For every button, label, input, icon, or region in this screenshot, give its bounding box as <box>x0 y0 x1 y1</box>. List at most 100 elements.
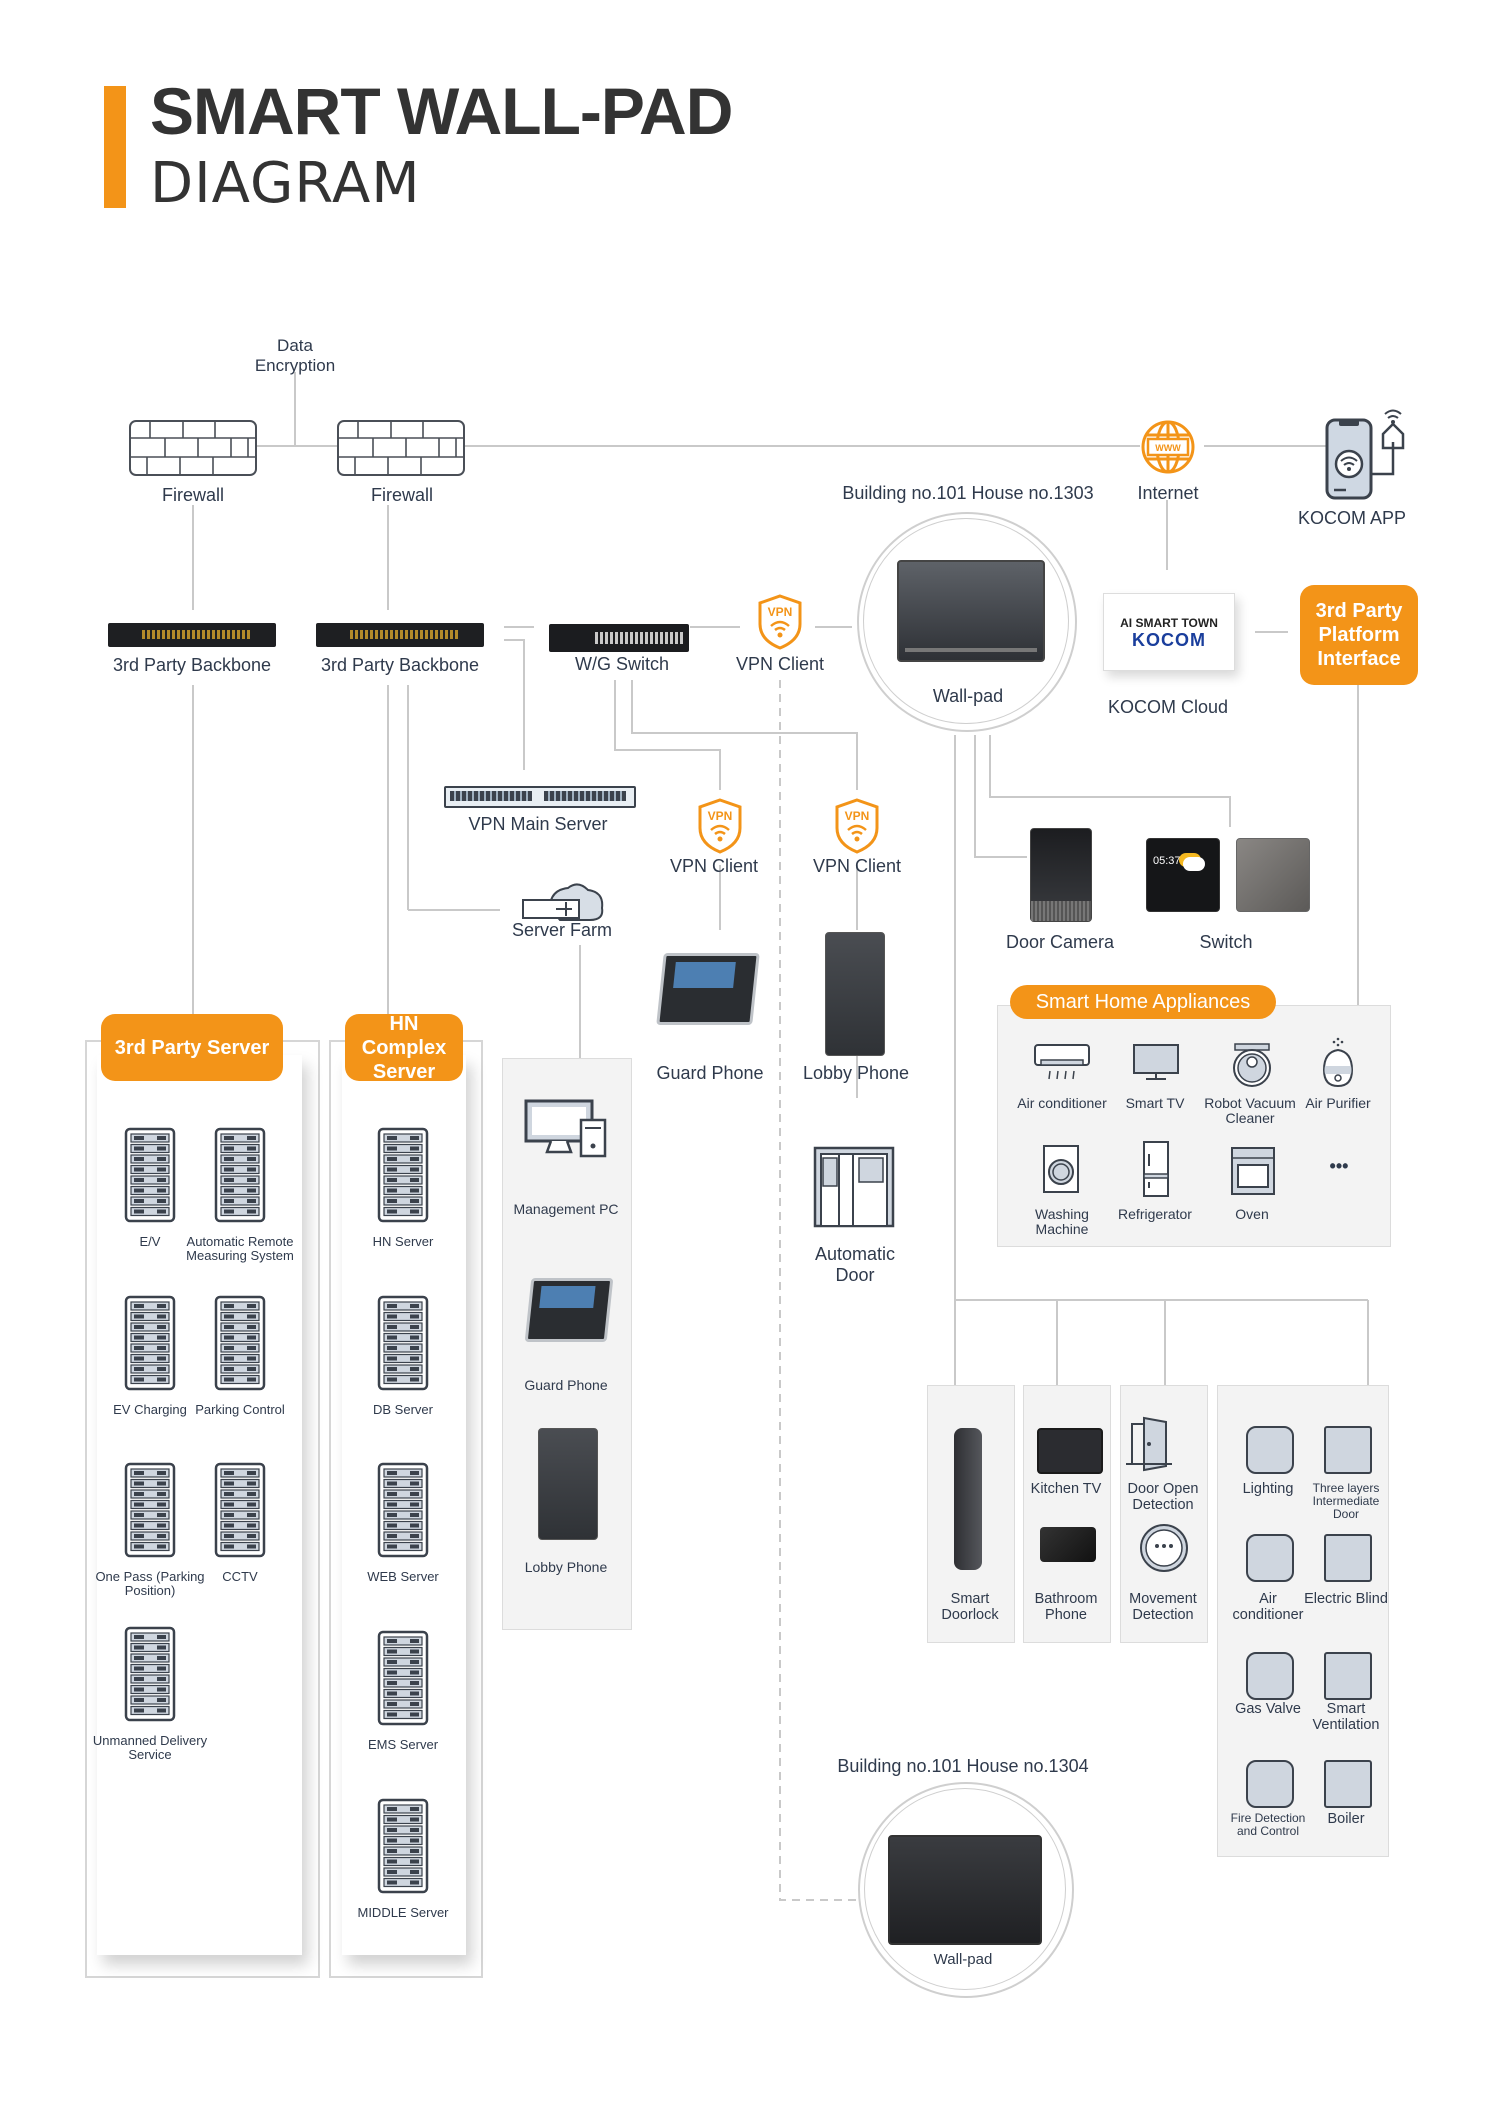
server-rack-icon[interactable] <box>377 1798 429 1899</box>
refrigerator-icon[interactable] <box>1142 1140 1170 1198</box>
server-rack-icon[interactable] <box>124 1626 176 1727</box>
server-rack-icon[interactable] <box>214 1295 266 1396</box>
boiler-icon[interactable] <box>1324 1760 1372 1808</box>
hn-complex-server-title: HN Complex Server <box>345 1013 463 1083</box>
kocom-logo: KOCOM <box>1132 630 1206 650</box>
vpn-main-server-icon[interactable] <box>444 786 636 808</box>
server-rack-icon[interactable] <box>377 1462 429 1563</box>
smart-ventilation-icon[interactable] <box>1324 1652 1372 1700</box>
server-rack-icon[interactable] <box>124 1295 176 1396</box>
vpn-shield-icon[interactable]: VPN <box>834 798 880 854</box>
management-guard-phone-device[interactable] <box>524 1278 614 1342</box>
server-rack-icon[interactable] <box>377 1630 429 1731</box>
switch-clock: 05:37 <box>1153 855 1181 867</box>
gas-valve-icon[interactable] <box>1246 1652 1294 1700</box>
server-farm-cloud-icon[interactable] <box>520 880 606 924</box>
third-party-server-label: Unmanned Delivery Service <box>92 1733 208 1763</box>
wallpad-1304-label: Wall-pad <box>933 1951 993 1968</box>
third-party-server-label: CCTV <box>222 1569 258 1584</box>
internet-label: Internet <box>1137 483 1199 503</box>
management-lobby-phone-label: Lobby Phone <box>524 1559 608 1575</box>
kocom-app-label: KOCOM APP <box>1297 508 1407 528</box>
wallpad-1304-device[interactable] <box>888 1835 1042 1945</box>
server-rack-icon[interactable] <box>377 1127 429 1228</box>
fire-detection-icon[interactable] <box>1246 1760 1294 1808</box>
page-title: SMART WALL-PAD <box>150 74 733 148</box>
guard-phone-device[interactable] <box>656 953 760 1025</box>
smart-doorlock-device[interactable] <box>954 1428 982 1570</box>
kitchen-tv-device[interactable] <box>1037 1428 1103 1474</box>
third-party-platform-interface-badge[interactable]: 3rd Party Platform Interface <box>1300 585 1418 685</box>
wg-switch-icon[interactable] <box>549 624 689 652</box>
backbone-1-switch-icon[interactable] <box>108 623 276 647</box>
hn-server-label: MIDDLE Server <box>357 1905 449 1920</box>
in-home-label: Kitchen TV <box>1030 1481 1102 1497</box>
in-home-label: Fire Detection and Control <box>1230 1811 1306 1839</box>
server-rack-icon[interactable] <box>214 1462 266 1563</box>
wallpad-1303-circle[interactable] <box>857 512 1077 732</box>
wallpad-1304-circle[interactable] <box>858 1782 1074 1998</box>
firewall-icon[interactable] <box>129 420 257 476</box>
air-purifier-icon[interactable] <box>1320 1036 1356 1090</box>
management-pc-icon[interactable] <box>523 1098 609 1158</box>
guard-phone-screen <box>673 962 736 988</box>
washing-machine-icon[interactable] <box>1042 1144 1080 1194</box>
appliance-label: Smart TV <box>1125 1095 1185 1111</box>
smart-tv-icon[interactable] <box>1132 1043 1180 1081</box>
hn-server-label: EMS Server <box>367 1737 439 1752</box>
management-guard-phone-label: Guard Phone <box>524 1377 608 1393</box>
ports <box>544 791 626 801</box>
ports <box>450 791 532 801</box>
in-home-label: Three layers Intermediate Door <box>1312 1481 1380 1522</box>
guard-phone-screen <box>539 1286 596 1308</box>
wallpad-1303-device[interactable] <box>897 560 1045 662</box>
door-open-detection-icon[interactable] <box>1124 1416 1174 1472</box>
bathroom-phone-device[interactable] <box>1040 1527 1096 1562</box>
three-layer-door-icon[interactable] <box>1324 1426 1372 1474</box>
vpn-shield-icon[interactable]: VPN <box>697 798 743 854</box>
switch-touch-panel[interactable]: 05:37 <box>1146 838 1220 912</box>
in-home-label: Smart Ventilation <box>1312 1701 1380 1733</box>
lobby-phone-device[interactable] <box>825 932 885 1056</box>
switch-button-panel[interactable] <box>1236 838 1310 912</box>
in-home-label: Bathroom Phone <box>1034 1591 1098 1623</box>
svg-text:VPN: VPN <box>708 809 733 823</box>
in-home-label: Gas Valve <box>1235 1701 1301 1717</box>
building-1303-label: Building no.101 House no.1303 <box>842 483 1094 503</box>
third-party-server-label: EV Charging <box>113 1402 187 1417</box>
backbone-2-switch-icon[interactable] <box>316 623 484 647</box>
server-rack-icon[interactable] <box>124 1127 176 1228</box>
lighting-icon[interactable] <box>1246 1426 1294 1474</box>
svg-text:VPN: VPN <box>845 809 870 823</box>
air-conditioner-icon[interactable] <box>1033 1043 1091 1083</box>
electric-blind-icon[interactable] <box>1324 1534 1372 1582</box>
third-party-server-label: Automatic Remote Measuring System <box>186 1234 294 1264</box>
vpn-shield-icon[interactable]: VPN <box>757 594 803 650</box>
air-conditioner-icon[interactable] <box>1246 1534 1294 1582</box>
management-lobby-phone-device[interactable] <box>538 1428 598 1540</box>
kocom-cloud-card[interactable]: AI SMART TOWN KOCOM <box>1103 593 1235 671</box>
firewall-icon[interactable] <box>337 420 465 476</box>
in-home-label: Smart Doorlock <box>941 1591 999 1623</box>
in-home-label: Air conditioner <box>1232 1591 1304 1623</box>
robot-vacuum-icon[interactable] <box>1231 1042 1273 1088</box>
third-party-server-label: Parking Control <box>195 1402 285 1417</box>
oven-icon[interactable] <box>1230 1146 1276 1196</box>
kocom-app-phone-icon[interactable] <box>1324 404 1408 500</box>
kocom-cloud-card-line1: AI SMART TOWN <box>1120 616 1218 630</box>
door-camera-device[interactable] <box>1030 828 1092 922</box>
building-1304-label: Building no.101 House no.1304 <box>837 1756 1089 1776</box>
third-party-server-label: E/V <box>139 1234 161 1249</box>
vpn-client-guard-label: VPN Client <box>669 856 759 876</box>
management-pc-label: Management PC <box>513 1201 619 1217</box>
server-rack-icon[interactable] <box>377 1295 429 1396</box>
more-appliances-icon[interactable]: ••• <box>1329 1156 1349 1176</box>
server-rack-icon[interactable] <box>124 1462 176 1563</box>
internet-globe-icon[interactable]: WWW <box>1140 419 1196 475</box>
firewall-1-label: Firewall <box>161 485 225 505</box>
server-rack-icon[interactable] <box>214 1127 266 1228</box>
movement-detection-icon[interactable] <box>1139 1523 1189 1573</box>
automatic-door-icon[interactable] <box>813 1146 895 1228</box>
in-home-label: Lighting <box>1242 1481 1294 1497</box>
